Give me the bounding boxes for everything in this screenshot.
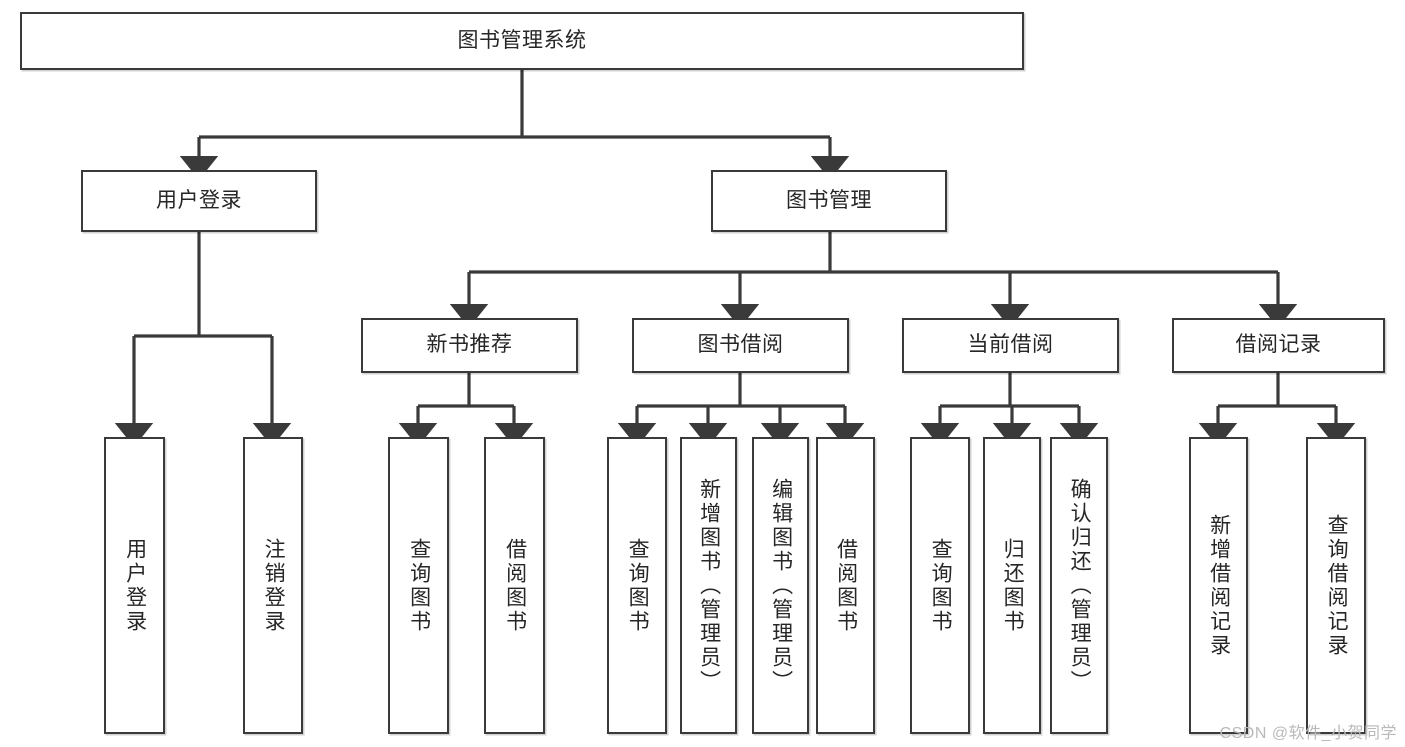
node-leaf-add-record[interactable]: 新增借阅记录	[1189, 437, 1248, 734]
node-leaf-query-record[interactable]: 查询借阅记录	[1306, 437, 1366, 734]
node-book-borrow[interactable]: 图书借阅	[632, 318, 849, 373]
node-leaf-edit-book-label: 编辑图书（管理员）	[769, 477, 793, 694]
node-root[interactable]: 图书管理系统	[20, 12, 1024, 70]
node-leaf-query-book-2[interactable]: 查询图书	[607, 437, 667, 734]
node-borrow-record-label: 借阅记录	[1235, 333, 1322, 357]
node-leaf-logout[interactable]: 注销登录	[243, 437, 303, 734]
node-leaf-add-record-label: 新增借阅记录	[1207, 513, 1231, 658]
node-borrow-record[interactable]: 借阅记录	[1172, 318, 1385, 373]
node-leaf-borrow-book-2[interactable]: 借阅图书	[816, 437, 875, 734]
node-leaf-borrow-book-2-label: 借阅图书	[834, 537, 858, 634]
node-leaf-query-book-3-label: 查询图书	[929, 537, 953, 634]
node-leaf-edit-book[interactable]: 编辑图书（管理员）	[752, 437, 809, 734]
node-leaf-confirm-return-label: 确认归还（管理员）	[1068, 477, 1092, 694]
node-leaf-return-book[interactable]: 归还图书	[983, 437, 1041, 734]
node-leaf-user-login[interactable]: 用户登录	[104, 437, 165, 734]
node-leaf-add-book-label: 新增图书（管理员）	[697, 477, 721, 694]
node-user-login[interactable]: 用户登录	[81, 170, 317, 232]
node-leaf-query-book-2-label: 查询图书	[626, 537, 650, 634]
node-leaf-query-book-1[interactable]: 查询图书	[388, 437, 449, 734]
node-leaf-borrow-book-1[interactable]: 借阅图书	[484, 437, 545, 734]
node-user-login-label: 用户登录	[156, 188, 242, 212]
node-leaf-confirm-return[interactable]: 确认归还（管理员）	[1050, 437, 1108, 734]
node-leaf-query-book-3[interactable]: 查询图书	[910, 437, 970, 734]
node-current-borrow-label: 当前借阅	[967, 333, 1054, 357]
node-new-book-rec[interactable]: 新书推荐	[361, 318, 578, 373]
node-leaf-query-book-1-label: 查询图书	[407, 537, 431, 634]
node-leaf-logout-label: 注销登录	[262, 537, 286, 634]
node-leaf-return-book-label: 归还图书	[1001, 537, 1025, 634]
node-root-label: 图书管理系统	[457, 28, 587, 52]
watermark-text: CSDN @软件_小贺同学	[1219, 725, 1397, 742]
node-leaf-user-login-label: 用户登录	[123, 537, 147, 634]
node-book-manage-label: 图书管理	[786, 188, 872, 212]
node-leaf-add-book[interactable]: 新增图书（管理员）	[680, 437, 737, 734]
node-leaf-borrow-book-1-label: 借阅图书	[503, 537, 527, 634]
node-new-book-rec-label: 新书推荐	[426, 333, 513, 357]
node-book-borrow-label: 图书借阅	[697, 333, 784, 357]
node-book-manage[interactable]: 图书管理	[711, 170, 947, 232]
node-current-borrow[interactable]: 当前借阅	[902, 318, 1119, 373]
node-leaf-query-record-label: 查询借阅记录	[1325, 513, 1349, 658]
